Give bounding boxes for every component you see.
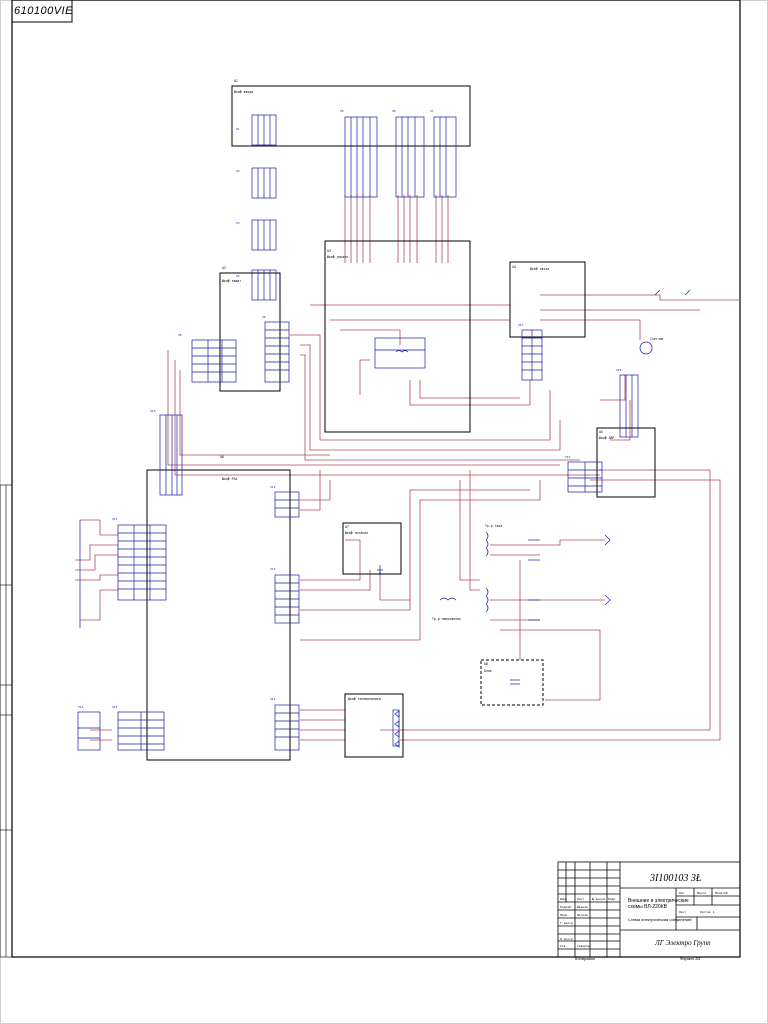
svg-text:Х5: Х5 (340, 109, 344, 113)
svg-text:Лист: Лист (577, 897, 584, 901)
svg-text:Х15: Х15 (112, 705, 118, 709)
svg-text:Подп: Подп (608, 897, 615, 901)
svg-text:Блок: Блок (484, 669, 492, 673)
svg-text:Х12: Х12 (270, 485, 276, 489)
svg-text:Шкаф ввода: Шкаф ввода (234, 90, 253, 94)
svg-text:Лист: Лист (679, 910, 686, 914)
cabinet-right (509, 261, 586, 338)
svg-text:Х11: Х11 (112, 517, 118, 521)
svg-text:Масса: Масса (697, 891, 706, 895)
svg-text:Утв.: Утв. (560, 944, 567, 948)
cabinet-center (324, 240, 471, 433)
cabinet-bottom-mid (344, 693, 404, 758)
svg-text:Петров: Петров (577, 913, 588, 917)
terminal-strips (77, 114, 639, 751)
svg-text:Х4: Х4 (236, 274, 240, 278)
svg-text:Шкаф управл.: Шкаф управл. (327, 255, 350, 259)
svg-text:Шкаф питания: Шкаф питания (345, 531, 368, 535)
svg-text:Масштаб: Масштаб (715, 890, 728, 895)
svg-text:Х9: Х9 (262, 315, 266, 319)
svg-text:Х1: Х1 (236, 127, 240, 131)
svg-text:Х10: Х10 (150, 409, 156, 413)
left-side-strip (0, 484, 13, 958)
svg-text:Тр-р напряжения: Тр-р напряжения (432, 617, 461, 621)
title-block (557, 861, 741, 958)
svg-text:Шкаф связи: Шкаф связи (530, 267, 549, 271)
svg-text:Н.контр: Н.контр (560, 937, 573, 941)
wiring (75, 195, 740, 741)
svg-text:Х8: Х8 (178, 333, 182, 337)
svg-text:Шкаф защит: Шкаф защит (222, 279, 241, 283)
svg-text:А3: А3 (327, 249, 331, 253)
cabinet-left-upper (219, 272, 281, 392)
svg-text:Шкаф телемеханики: Шкаф телемеханики (348, 697, 381, 701)
svg-text:Разраб.: Разраб. (560, 904, 573, 909)
svg-text:Х3: Х3 (236, 221, 240, 225)
svg-text:Х14: Х14 (270, 697, 276, 701)
svg-text:А8: А8 (484, 662, 488, 666)
svg-text:№ докум.: № докум. (592, 897, 607, 901)
svg-text:Х6: Х6 (392, 109, 396, 113)
svg-text:Шкаф РЗА: Шкаф РЗА (222, 477, 237, 481)
svg-text:Лит: Лит (679, 891, 685, 895)
cabinet-mid-small (342, 522, 402, 575)
cabinet-dashed (480, 659, 544, 706)
svg-text:Х19: Х19 (565, 455, 571, 459)
svg-text:Изм: Изм (560, 897, 566, 901)
symbols (79, 289, 691, 748)
svg-text:А4: А4 (512, 265, 516, 269)
svg-text:Сидоров: Сидоров (577, 944, 590, 948)
cabinet-main (146, 469, 291, 761)
svg-text:А5: А5 (599, 430, 603, 434)
svg-text:Тр-р тока: Тр-р тока (485, 524, 502, 528)
svg-text:Х18: Х18 (616, 368, 622, 372)
svg-text:Х13: Х13 (270, 567, 276, 571)
svg-text:А2: А2 (222, 266, 226, 270)
cabinets (146, 85, 656, 761)
svg-text:А1: А1 (234, 79, 238, 83)
svg-text:Счетчик: Счетчик (650, 337, 664, 341)
corner-tag-box (11, 0, 73, 23)
svg-text:Иванов: Иванов (577, 905, 588, 909)
svg-text:Х17: Х17 (518, 323, 524, 327)
svg-text:Х2: Х2 (236, 169, 240, 173)
svg-text:Х16: Х16 (78, 705, 84, 709)
svg-text:А7: А7 (345, 525, 349, 529)
svg-text:Листов 1: Листов 1 (700, 910, 715, 914)
svg-text:Х7: Х7 (430, 109, 434, 113)
svg-text:Пров.: Пров. (560, 913, 569, 917)
svg-text:Т.контр: Т.контр (560, 921, 573, 925)
drawing-border (11, 0, 741, 958)
svg-text:А6: А6 (220, 455, 224, 459)
svg-text:Шкаф АВР: Шкаф АВР (599, 436, 614, 440)
